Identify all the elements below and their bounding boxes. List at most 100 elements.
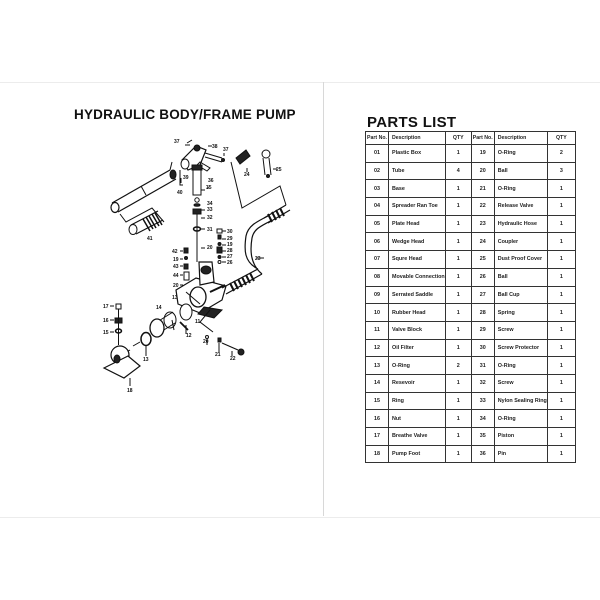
part-description: Squre Head [388, 250, 446, 269]
table-row: 12 Oil Filter 1 30 Screw Protector 1 [365, 338, 576, 358]
svg-text:39: 39 [183, 175, 189, 181]
part-description: Screw [493, 320, 548, 340]
table-row: 02 Tube 4 20 Ball 3 [365, 161, 576, 181]
part-description: Pump Foot [388, 444, 446, 464]
svg-text:31: 31 [207, 227, 213, 233]
part-no: 08 [365, 267, 389, 287]
part-description: Serrated Saddle [388, 285, 446, 305]
part-qty: 1 [444, 179, 472, 199]
part-description: Nylon Sealing Ring [493, 391, 548, 411]
svg-text:18: 18 [127, 388, 133, 394]
callout-labels: 37 38 37 39 36 35 34 33 32 31 30 29 20 1… [103, 139, 282, 394]
part-no: 30 [470, 338, 495, 358]
part-description: Tube [388, 161, 446, 181]
part-no: 33 [470, 391, 495, 411]
header-qty: QTY [444, 131, 472, 145]
part-description: Screw Protector [493, 338, 548, 358]
header-part-no-2: Part No. [470, 131, 495, 145]
part-no: 09 [365, 285, 389, 305]
part-description: Base [388, 179, 446, 199]
table-row: 07 Squre Head 1 25 Dust Proof Cover 1 [365, 250, 576, 269]
part-description: Rubber Head [388, 303, 446, 322]
svg-text:15: 15 [103, 330, 109, 336]
part-no: 34 [470, 409, 495, 428]
svg-text:35: 35 [206, 185, 212, 191]
part-description: Nut [388, 409, 446, 428]
part-description: Dust Proof Cover [493, 250, 548, 269]
svg-text:16: 16 [103, 318, 109, 324]
page-fold-divider [323, 82, 324, 516]
part-description: Oil Filter [388, 338, 446, 358]
parts-list-title: PARTS LIST [367, 114, 457, 131]
part-qty: 1 [546, 373, 576, 393]
part-qty: 1 [444, 144, 472, 163]
part-qty: 1 [444, 303, 472, 322]
svg-text:30: 30 [227, 229, 233, 235]
pump-diagram-drawing: 37 38 37 39 36 35 34 33 32 31 30 29 20 1… [102, 139, 291, 394]
part-no: 28 [470, 303, 495, 322]
part-no: 26 [470, 267, 495, 287]
table-header-row: Part No. Description QTY Part No. Descri… [365, 131, 576, 145]
svg-text:40: 40 [177, 190, 183, 196]
part-no: 31 [470, 356, 495, 375]
header-qty-2: QTY [546, 131, 576, 145]
part-no: 20 [470, 161, 495, 181]
svg-text:27: 27 [227, 254, 233, 260]
table-row: 15 Ring 1 33 Nylon Sealing Ring 1 [365, 391, 576, 411]
svg-text:23: 23 [255, 256, 261, 262]
table-row: 10 Rubber Head 1 28 Spring 1 [365, 303, 576, 322]
part-no: 36 [470, 444, 495, 464]
part-description: Hydraulic Hose [493, 214, 548, 234]
part-qty: 1 [444, 373, 472, 393]
part-qty: 1 [546, 320, 576, 340]
parts-list-table: Part No. Description QTY Part No. Descri… [365, 131, 576, 464]
part-no: 15 [365, 391, 389, 411]
part-description: Plastic Box [388, 144, 446, 163]
svg-text:13: 13 [143, 357, 149, 363]
part-description: Ball [493, 161, 548, 181]
part-qty: 1 [444, 214, 472, 234]
part-no: 24 [470, 232, 495, 252]
part-qty: 2 [546, 144, 576, 163]
header-description: Description [388, 131, 446, 145]
svg-text:41: 41 [147, 236, 153, 242]
part-no: 10 [365, 303, 389, 322]
part-description: Release Valve [493, 197, 548, 216]
part-qty: 1 [546, 427, 576, 446]
table-row: 08 Movable Connection 1 26 Ball 1 [365, 267, 576, 287]
part-qty: 1 [444, 250, 472, 269]
table-row: 16 Nut 1 34 O-Ring 1 [365, 409, 576, 428]
part-description: O-Ring [388, 356, 446, 375]
part-qty: 1 [546, 338, 576, 358]
table-row: 17 Breathe Valve 1 35 Piston 1 [365, 427, 576, 446]
part-description: Pin [493, 444, 548, 464]
part-no: 07 [365, 250, 389, 269]
part-description: Spreader Ran Toe [388, 197, 446, 216]
part-description: Ball Cup [493, 285, 548, 305]
svg-text:43: 43 [173, 264, 179, 270]
coupler-icon [235, 149, 272, 178]
handle-grip-icon [128, 210, 164, 235]
pump-foot-icon [102, 345, 141, 386]
table-row: 03 Base 1 21 O-Ring 1 [365, 179, 576, 199]
part-qty: 1 [444, 320, 472, 340]
part-no: 25 [470, 250, 495, 269]
part-no: 16 [365, 409, 389, 428]
table-row: 18 Pump Foot 1 36 Pin 1 [365, 444, 576, 464]
part-description: Movable Connection [388, 267, 446, 287]
part-qty: 1 [546, 232, 576, 252]
part-qty: 2 [444, 356, 472, 375]
svg-text:22: 22 [230, 356, 236, 362]
svg-text:13: 13 [172, 295, 178, 301]
part-no: 06 [365, 232, 389, 252]
svg-text:34: 34 [207, 201, 213, 207]
part-description: Valve Block [388, 320, 446, 340]
svg-text:28: 28 [227, 248, 233, 254]
part-description: Resevoir [388, 373, 446, 393]
part-no: 22 [470, 197, 495, 216]
part-qty: 1 [546, 214, 576, 234]
part-qty: 1 [546, 250, 576, 269]
part-qty: 1 [546, 285, 576, 305]
svg-text:33: 33 [207, 207, 213, 213]
table-row: 13 O-Ring 2 31 O-Ring 1 [365, 356, 576, 375]
